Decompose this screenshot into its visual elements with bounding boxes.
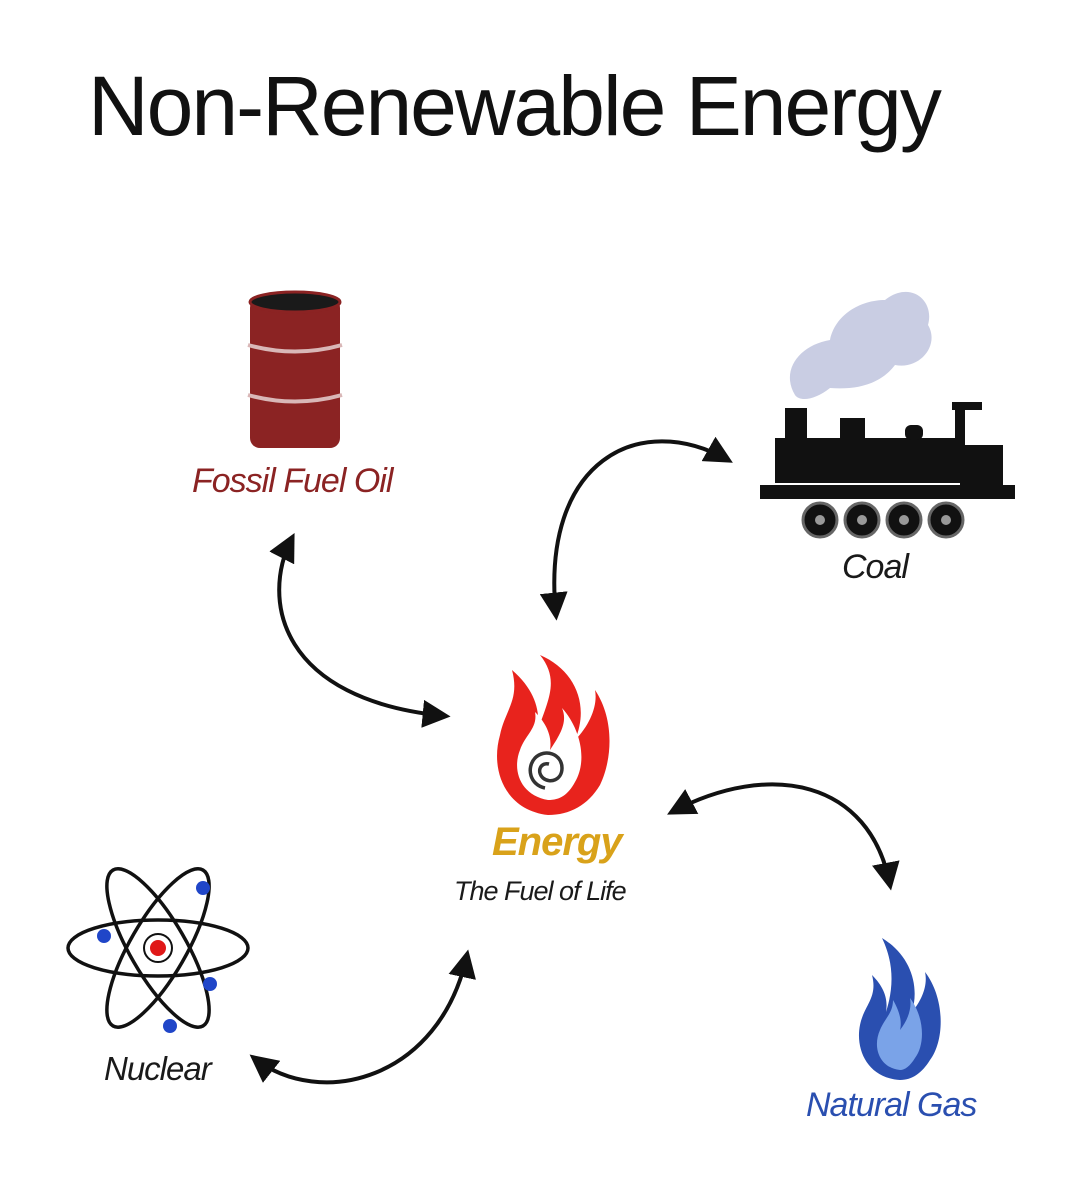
blue-flame-icon <box>858 938 941 1080</box>
page-title: Non-Renewable Energy <box>88 59 942 153</box>
steam-locomotive-icon <box>760 291 1015 539</box>
nuclear-label: Nuclear <box>104 1050 212 1087</box>
atom-icon <box>66 867 250 1033</box>
arrow-coal-energy <box>539 436 733 621</box>
oil-label: Fossil Fuel Oil <box>192 462 393 500</box>
connector-arrows <box>249 436 900 1085</box>
oil-barrel-icon <box>247 290 343 448</box>
energy-label: Energy <box>492 820 623 864</box>
coal-label: Coal <box>842 548 909 586</box>
natural-gas-label: Natural Gas <box>806 1086 977 1124</box>
energy-subtitle: The Fuel of Life <box>454 876 627 906</box>
fire-icon <box>497 655 610 815</box>
arrow-gas-energy <box>667 782 900 891</box>
arrow-nuclear-energy <box>249 949 476 1085</box>
arrow-oil-energy <box>269 533 451 728</box>
